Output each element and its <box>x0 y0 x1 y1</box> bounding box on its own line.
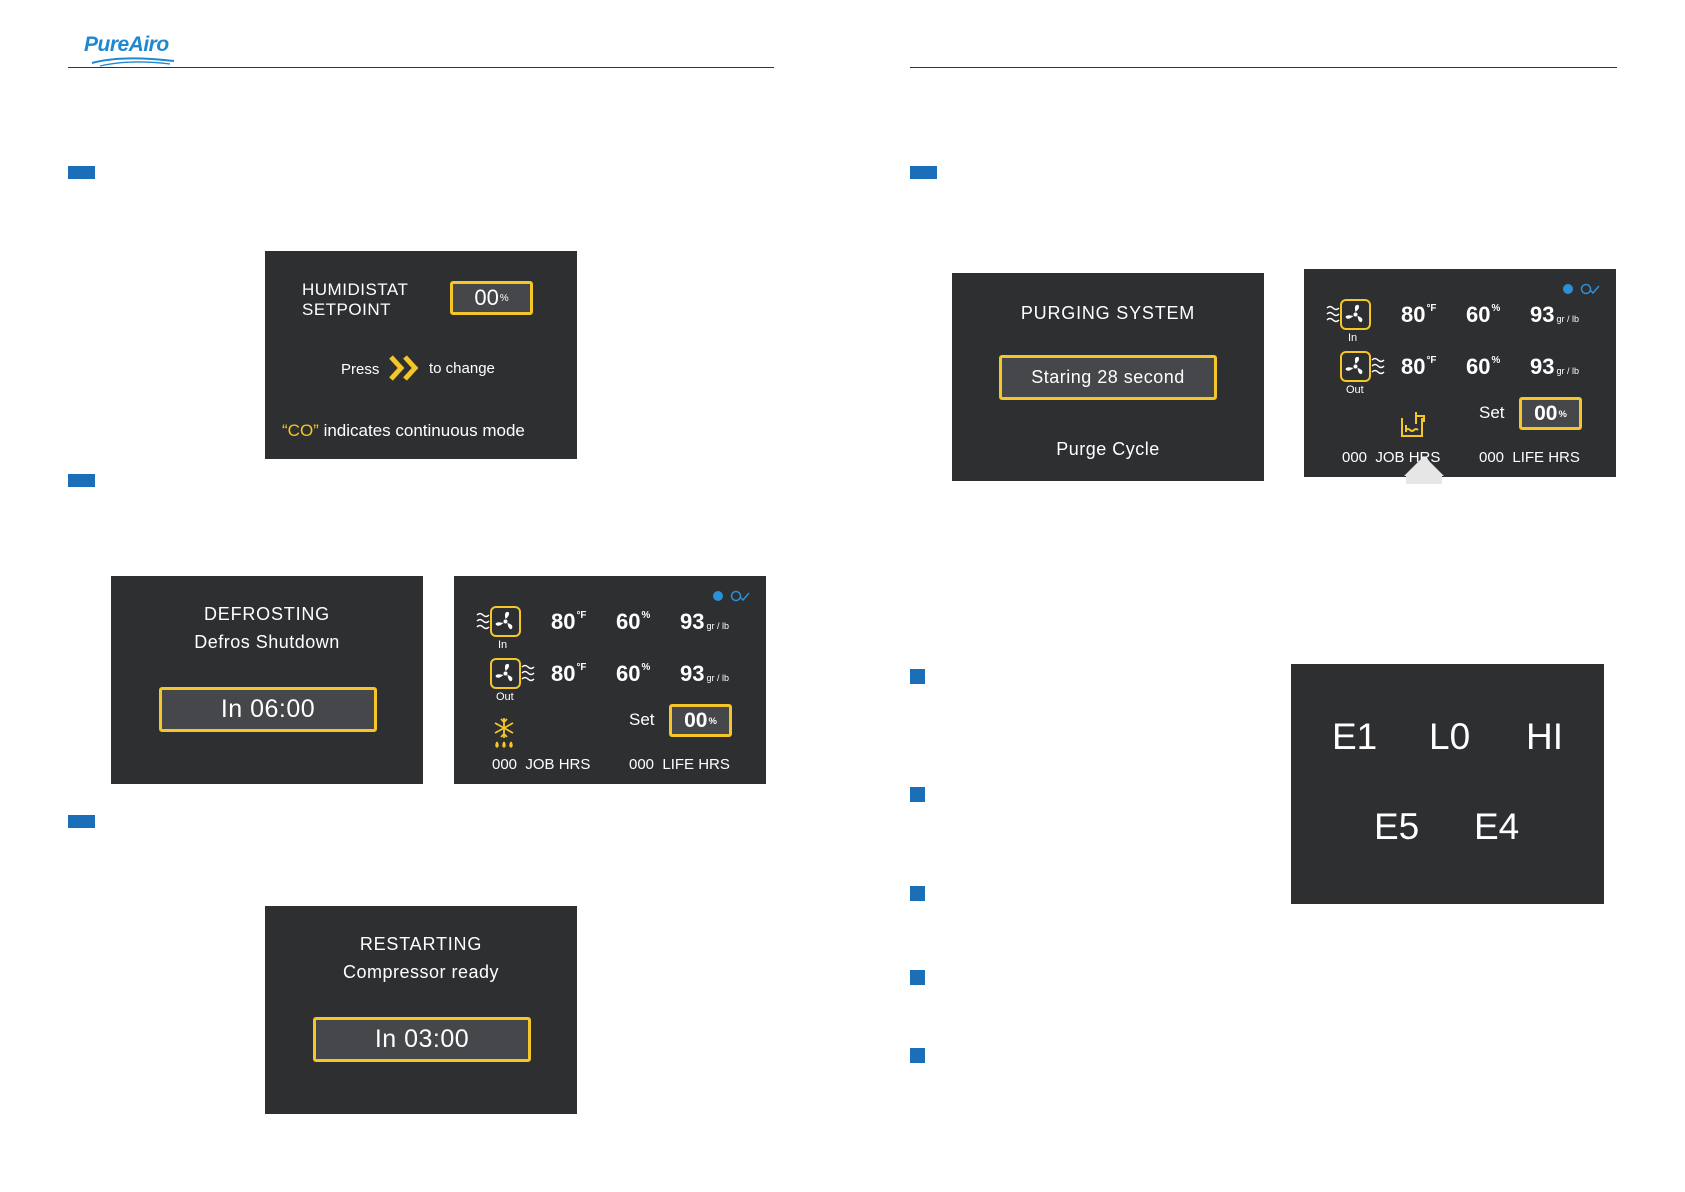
list-bullet <box>910 886 925 901</box>
set-value-box[interactable]: 00% <box>1519 397 1582 430</box>
life-hours: 000 LIFE HRS <box>629 756 730 773</box>
air-out-label: Out <box>1346 384 1364 396</box>
purging-screen: PURGING SYSTEM Staring 28 second Purge C… <box>952 273 1264 481</box>
to-change-label: to change <box>429 360 495 377</box>
out-humidity: 60% <box>616 661 651 686</box>
defrosting-screen: DEFROSTING Defros Shutdown In 06:00 <box>111 576 423 784</box>
co-description: indicates continuous mode <box>323 421 525 440</box>
in-temperature: 80°F <box>1401 302 1437 327</box>
purge-cycle-label: Purge Cycle <box>1056 439 1160 459</box>
out-temperature: 80°F <box>551 661 587 686</box>
connection-status-icon <box>1563 283 1600 295</box>
list-bullet <box>910 1048 925 1063</box>
air-in-fan-icon <box>476 606 521 637</box>
pointer-arrow-icon <box>1404 456 1444 476</box>
header-rule-left <box>68 67 774 68</box>
in-humidity: 60% <box>1466 302 1501 327</box>
set-value-box[interactable]: 00% <box>669 704 732 737</box>
out-humidity: 60% <box>1466 354 1501 379</box>
section-bullet <box>68 166 95 179</box>
press-label: Press <box>341 361 380 378</box>
humidistat-screen: HUMIDISTAT SETPOINT 00% Press to change … <box>265 251 577 459</box>
air-in-fan-icon <box>1326 299 1371 330</box>
section-bullet <box>68 815 95 828</box>
life-hours: 000 LIFE HRS <box>1479 449 1580 466</box>
list-bullet <box>910 970 925 985</box>
in-temperature: 80°F <box>551 609 587 634</box>
out-temperature: 80°F <box>1401 354 1437 379</box>
job-hours: 000 JOB HRS <box>492 756 591 773</box>
restart-timer: In 03:00 <box>313 1017 531 1062</box>
purge-tank-icon <box>1401 412 1425 437</box>
pointer-arrow-stem <box>1406 476 1442 484</box>
air-out-fan-icon <box>1340 351 1385 382</box>
defrost-subtitle: Defros Shutdown <box>194 632 340 652</box>
defrost-title: DEFROSTING <box>203 604 330 624</box>
error-code-e5: E5 <box>1374 806 1420 847</box>
error-codes-screen: E1 L0 HI E5 E4 <box>1291 664 1604 904</box>
purge-countdown-box: Staring 28 second <box>999 355 1217 400</box>
double-chevron-right-icon <box>389 355 419 381</box>
humidistat-label-line2: SETPOINT <box>302 300 392 319</box>
restart-subtitle: Compressor ready <box>342 962 500 982</box>
logo-swoosh-icon <box>91 57 175 67</box>
set-label: Set <box>1479 403 1505 422</box>
section-bullet <box>68 474 95 487</box>
error-code-e4: E4 <box>1474 806 1520 847</box>
section-bullet <box>910 166 937 179</box>
purge-title: PURGING SYSTEM <box>1020 303 1196 323</box>
brand-logo: PureAiro <box>84 33 175 67</box>
list-bullet <box>910 669 925 684</box>
restarting-screen: RESTARTING Compressor ready In 03:00 <box>265 906 577 1114</box>
air-out-label: Out <box>496 691 514 703</box>
humidistat-value: 00 <box>474 285 499 310</box>
error-code-lo: L0 <box>1429 716 1471 757</box>
co-label: “CO” <box>282 421 319 440</box>
defrost-timer: In 06:00 <box>159 687 377 732</box>
defrost-snowflake-icon <box>494 718 514 748</box>
humidistat-value-box[interactable]: 00% <box>450 281 533 315</box>
continuous-mode-note: “CO” indicates continuous mode <box>282 421 525 441</box>
error-code-hi: HI <box>1526 716 1563 757</box>
in-humidity: 60% <box>616 609 651 634</box>
humidistat-label-line1: HUMIDISTAT <box>302 280 409 299</box>
error-code-e1: E1 <box>1332 716 1378 757</box>
restart-title: RESTARTING <box>359 934 483 954</box>
set-label: Set <box>629 710 655 729</box>
list-bullet <box>910 787 925 802</box>
logo-text: PureAiro <box>84 33 169 56</box>
header-rule-right <box>910 67 1617 68</box>
air-in-label: In <box>498 639 508 651</box>
connection-status-icon <box>713 590 750 602</box>
air-out-fan-icon <box>490 658 535 689</box>
air-in-label: In <box>1348 332 1358 344</box>
